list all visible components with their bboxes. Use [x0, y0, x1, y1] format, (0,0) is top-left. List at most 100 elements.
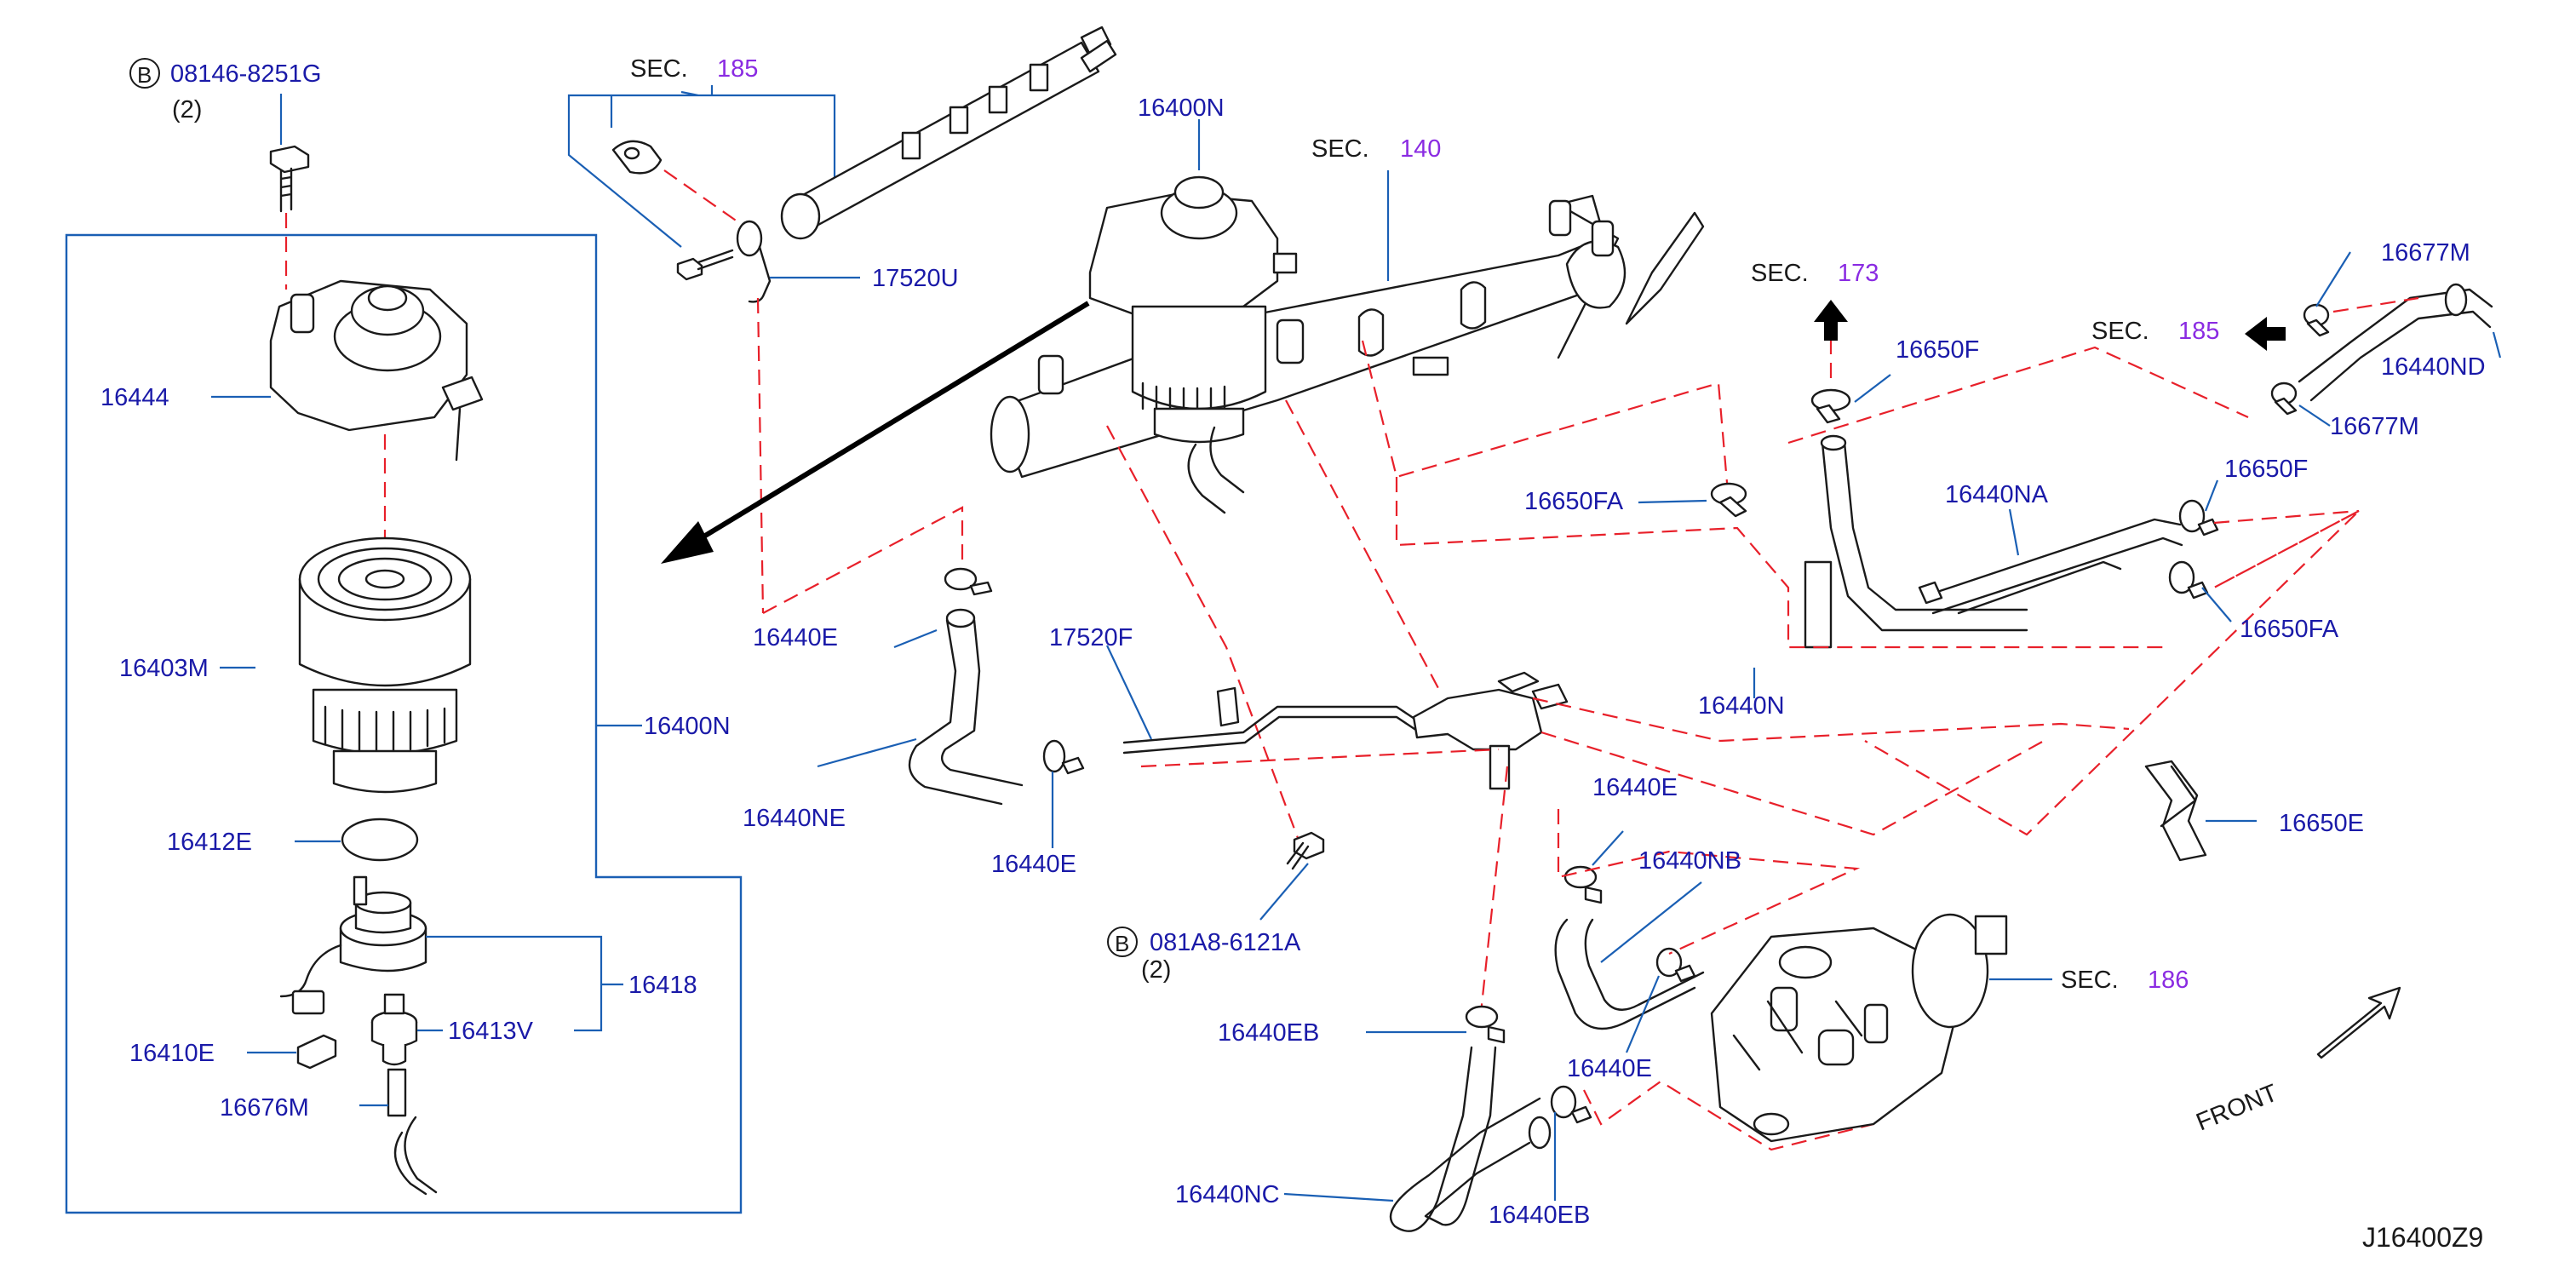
hose-16440nd[interactable]	[2298, 283, 2493, 402]
clamp-16440eb-a[interactable]	[1465, 1005, 1506, 1044]
label-08146-8251g[interactable]: 08146-8251G	[170, 60, 321, 88]
hose-16440nc[interactable]	[1389, 1046, 1552, 1232]
hose-16440n[interactable]	[1804, 434, 2028, 649]
leader-16440nc	[1283, 1192, 1394, 1202]
sec140-link[interactable]: 140	[1400, 135, 1441, 163]
hose-16440na[interactable]	[1918, 518, 2183, 615]
pipe-17520f[interactable]	[1122, 686, 1424, 754]
bolt-08146-8251g[interactable]	[269, 145, 310, 213]
label-16440nb[interactable]: 16440NB	[1638, 847, 1741, 875]
clamp-16650f-a[interactable]	[1810, 388, 1851, 424]
guide-tank-lines	[1395, 477, 2163, 649]
sec173-link[interactable]: 173	[1838, 260, 1879, 287]
guide-connector	[663, 169, 750, 231]
label-bolt-b1-qty: (2)	[172, 96, 202, 123]
leader-16440na	[2008, 508, 2020, 556]
label-16444[interactable]: 16444	[100, 384, 169, 411]
guide-joint-right	[1532, 697, 2130, 743]
clip-16650e[interactable]	[2144, 760, 2207, 862]
label-16440e-b[interactable]: 16440E	[991, 851, 1076, 878]
clamp-16440e-a[interactable]	[944, 567, 993, 596]
hose-16676m[interactable]	[387, 1068, 438, 1196]
label-16650fa-a[interactable]: 16650FA	[1524, 488, 1624, 515]
label-17520u[interactable]: 17520U	[872, 265, 959, 292]
fuel-filter-16403m[interactable]	[298, 536, 472, 794]
water-sensor-16418[interactable]	[279, 875, 427, 1015]
sec185-right-prefix: SEC.	[2091, 318, 2149, 345]
label-16418[interactable]: 16418	[628, 972, 697, 999]
label-16440nd[interactable]: 16440ND	[2381, 353, 2486, 381]
fuel-filter-16400n-top[interactable]	[1088, 175, 1298, 514]
label-16650e[interactable]: 16650E	[2279, 810, 2364, 837]
guide-lower-hoses	[1557, 809, 1861, 955]
clamp-16440e-c[interactable]	[1563, 865, 1603, 904]
clamp-16440e-d[interactable]	[1655, 947, 1696, 983]
label-16412e[interactable]: 16412E	[167, 829, 252, 856]
leader-16650fa-a	[1638, 499, 1707, 504]
leader-16650f-a	[1854, 374, 1891, 403]
label-16440nc[interactable]: 16440NC	[1175, 1181, 1280, 1208]
sec185-prefix: SEC.	[630, 55, 688, 83]
clamp-16677m-b[interactable]	[2270, 382, 2298, 416]
clamp-16650f-b[interactable]	[2178, 499, 2219, 536]
label-16403m[interactable]: 16403M	[119, 655, 209, 682]
o-ring-16412e[interactable]	[341, 818, 419, 862]
sec185-right-link[interactable]: 185	[2178, 318, 2219, 345]
hose-16440nb[interactable]	[1554, 918, 1705, 1030]
leader-16440nd	[2492, 331, 2502, 359]
label-16400n-top[interactable]: 16400N	[1138, 95, 1225, 122]
label-16677m-b[interactable]: 16677M	[2330, 413, 2419, 440]
clamp-16440e-b[interactable]	[1042, 739, 1085, 775]
sec140-prefix: SEC.	[1311, 135, 1369, 163]
label-16440ne[interactable]: 16440NE	[743, 805, 846, 832]
label-16440eb-a[interactable]: 16440EB	[1218, 1019, 1319, 1047]
label-16650f-a[interactable]: 16650F	[1896, 336, 1979, 364]
clamp-16440eb-b[interactable]	[1550, 1085, 1592, 1124]
guide-sec185-right	[1787, 346, 2249, 445]
fuel-connector	[611, 140, 663, 175]
label-16677m-a[interactable]: 16677M	[2381, 239, 2470, 267]
label-16440na[interactable]: 16440NA	[1945, 481, 2049, 508]
priming-valve-16413v[interactable]	[370, 993, 418, 1066]
sec185-link[interactable]: 185	[717, 55, 758, 83]
leader-16440nb	[1600, 881, 1702, 963]
clamp-16650fa-a[interactable]	[1710, 482, 1747, 518]
sec173-prefix: SEC.	[1751, 260, 1809, 287]
bolt-17520u	[676, 249, 734, 281]
bolt-081a8-6121a[interactable]	[1286, 831, 1325, 870]
leader-16440e-d	[1625, 975, 1661, 1053]
sec186-link[interactable]: 186	[2148, 967, 2189, 994]
pipe-17520u[interactable]	[736, 220, 772, 303]
clamp-16677m-a[interactable]	[2303, 303, 2330, 337]
leader-16440e-a	[893, 628, 938, 649]
leader-16440e-c	[1592, 830, 1624, 866]
label-16650fa-b[interactable]: 16650FA	[2240, 616, 2339, 643]
label-081a8-6121a[interactable]: 081A8-6121A	[1150, 929, 1301, 956]
common-rail	[780, 26, 1117, 240]
label-16440eb-b[interactable]: 16440EB	[1489, 1202, 1590, 1229]
label-17520f[interactable]: 17520F	[1049, 624, 1133, 651]
label-16440n[interactable]: 16440N	[1698, 692, 1785, 720]
label-16413v[interactable]: 16413V	[448, 1018, 534, 1045]
guide-filter-to-bolt	[1106, 425, 1305, 852]
guide-17520u-down	[756, 297, 765, 614]
direction-arrow	[661, 301, 1090, 564]
label-16440e-c[interactable]: 16440E	[1592, 774, 1678, 801]
clamp-16650fa-b[interactable]	[2168, 560, 2209, 600]
label-16440e-a[interactable]: 16440E	[753, 624, 838, 651]
hose-16440ne[interactable]	[908, 608, 1024, 806]
leader-17520f	[1106, 645, 1152, 740]
label-16440e-d[interactable]: 16440E	[1567, 1055, 1652, 1082]
filter-head-16444[interactable]	[269, 279, 484, 462]
label-16650f-b[interactable]: 16650F	[2224, 456, 2308, 483]
guide-to-16650e	[1540, 731, 2045, 836]
clip-16410e[interactable]	[296, 1034, 337, 1070]
label-16410e[interactable]: 16410E	[129, 1040, 215, 1067]
intake-manifold	[990, 194, 1705, 479]
label-16400n-box[interactable]: 16400N	[644, 713, 731, 740]
sec185-right-arrow	[2245, 317, 2286, 351]
label-16676m[interactable]: 16676M	[220, 1094, 309, 1122]
guide-16440e-a	[762, 506, 964, 614]
